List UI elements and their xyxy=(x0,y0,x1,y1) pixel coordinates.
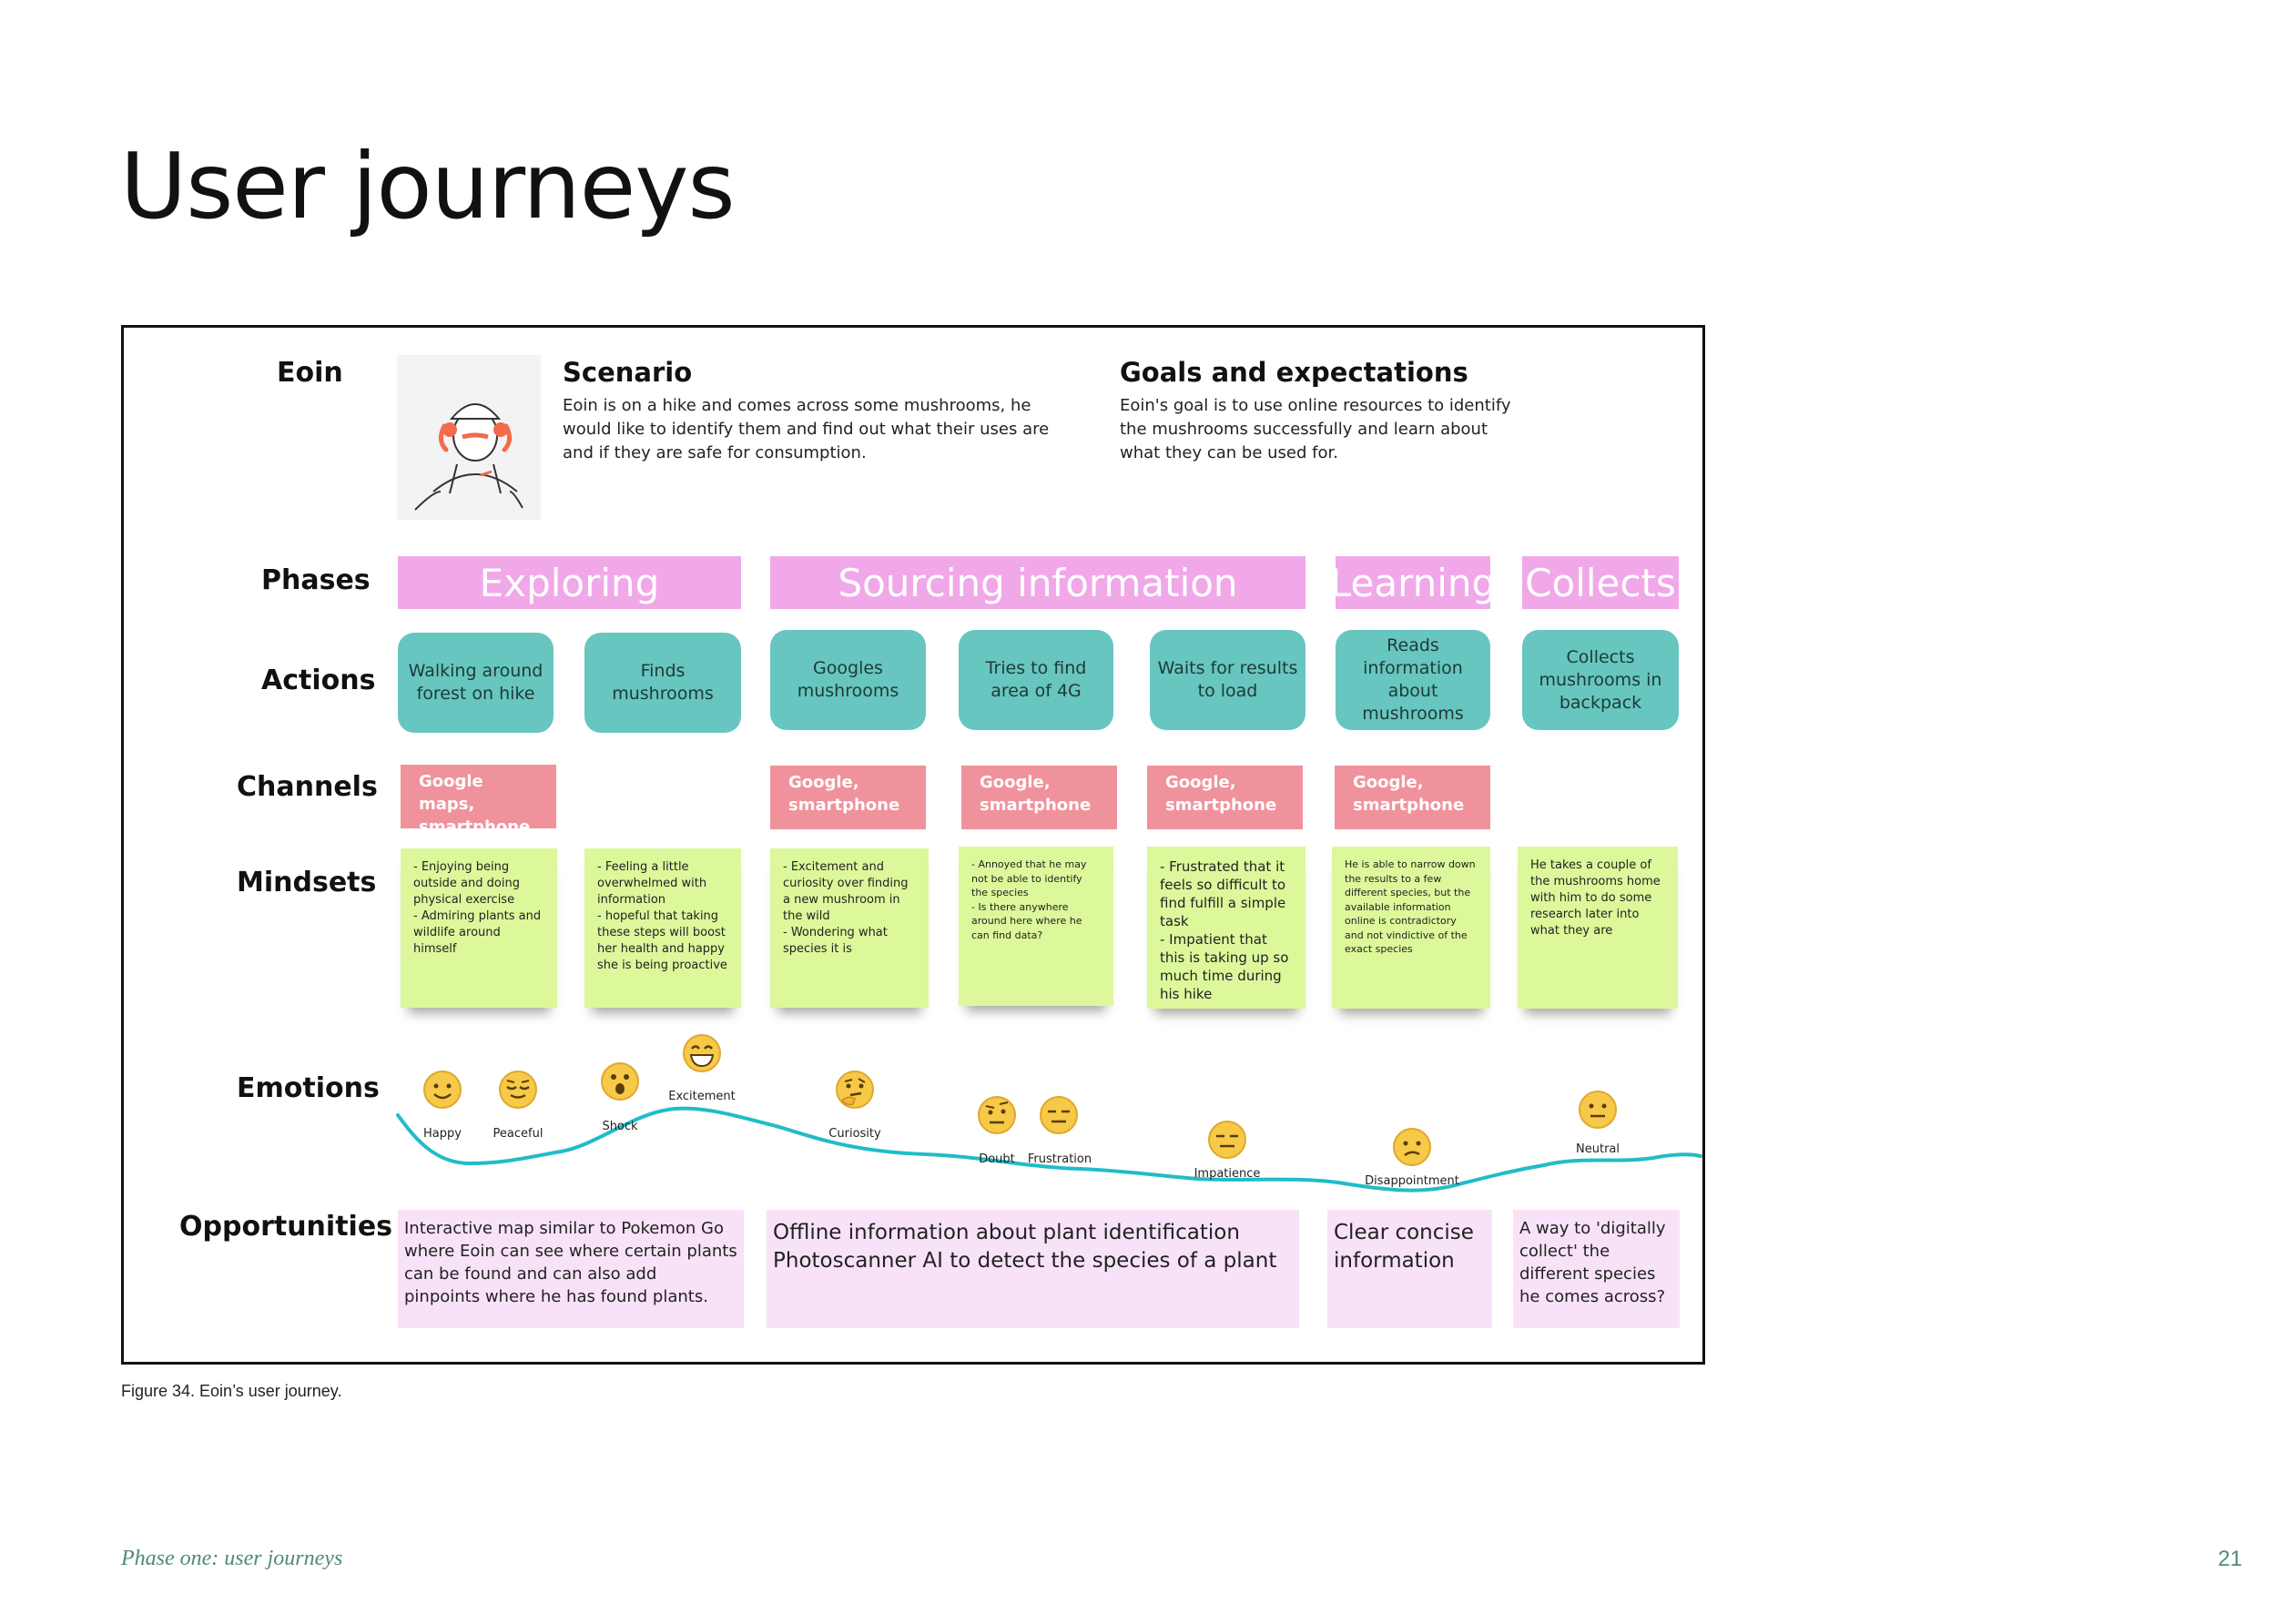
page-title: User journeys xyxy=(120,133,736,239)
mindset-note: He is able to narrow down the results to… xyxy=(1332,847,1490,1009)
thinking-face-icon xyxy=(835,1070,875,1114)
action-card: Tries to find area of 4G xyxy=(959,630,1113,730)
action-card: Waits for results to load xyxy=(1150,630,1305,730)
relieved-face-icon xyxy=(498,1070,538,1114)
phase-sourcing-information: Sourcing information xyxy=(770,556,1305,609)
mindset-note: - Feeling a little overwhelmed with info… xyxy=(584,848,741,1008)
channel-card: Google, smartphone xyxy=(1147,766,1303,829)
expressionless-face-icon xyxy=(1207,1120,1247,1164)
emotion-label: Neutral xyxy=(1576,1142,1620,1156)
grinning-face-icon xyxy=(682,1033,722,1078)
phase-learning: Learning xyxy=(1330,556,1496,609)
emotions-label: Emotions xyxy=(237,1072,380,1104)
emotion-label: Frustration xyxy=(1027,1152,1092,1166)
action-card: Walking around forest on hike xyxy=(398,633,554,733)
phase-collects: Collects xyxy=(1522,556,1679,609)
channel-card: Google, smartphone xyxy=(1335,766,1490,829)
confused-face-icon xyxy=(1392,1127,1432,1172)
action-card: Googles mushrooms xyxy=(770,630,926,730)
persona-avatar xyxy=(397,355,541,520)
figure-caption: Figure 34. Eoin’s user journey. xyxy=(121,1382,342,1400)
opportunity-card: A way to 'digitally collect' the differe… xyxy=(1513,1210,1680,1328)
mindset-note: - Frustrated that it feels so difficult … xyxy=(1147,847,1305,1009)
expressionless-face-icon xyxy=(1039,1095,1079,1140)
mindset-note: - Enjoying being outside and doing physi… xyxy=(401,848,557,1008)
opportunity-card: Offline information about plant identifi… xyxy=(767,1210,1299,1328)
emotion-label: Excitement xyxy=(668,1090,736,1103)
goals-heading: Goals and expectations xyxy=(1120,357,1468,388)
smiling-face-icon xyxy=(422,1070,462,1114)
channel-card: Google maps, smartphone xyxy=(401,765,556,837)
opportunities-label: Opportunities xyxy=(179,1211,393,1243)
footer-section-title: Phase one: user journeys xyxy=(121,1547,343,1570)
persona-name: Eoin xyxy=(277,357,343,389)
emotion-curve xyxy=(396,1106,1702,1193)
opportunity-card: Interactive map similar to Pokemon Go wh… xyxy=(398,1210,744,1328)
phase-exploring: Exploring xyxy=(398,556,741,609)
neutral-face-icon xyxy=(1578,1090,1618,1134)
goals-text: Eoin's goal is to use online resources t… xyxy=(1120,396,1511,462)
action-card: Finds mushrooms xyxy=(584,633,741,733)
opportunity-card: Clear concise information xyxy=(1327,1210,1492,1328)
mindset-note: - Annoyed that he may not be able to ide… xyxy=(959,847,1113,1006)
phases-label: Phases xyxy=(261,564,371,596)
raised-eyebrow-face-icon xyxy=(977,1095,1017,1140)
actions-label: Actions xyxy=(261,665,376,696)
emotion-label: Doubt xyxy=(979,1152,1015,1166)
emotion-label: Impatience xyxy=(1194,1167,1261,1181)
scenario-text: Eoin is on a hike and comes across some … xyxy=(563,396,1050,462)
page-number: 21 xyxy=(2218,1547,2242,1571)
action-card: Collects mushrooms in backpack xyxy=(1522,630,1679,730)
emotion-label: Curiosity xyxy=(828,1127,881,1141)
emotion-label: Disappointment xyxy=(1365,1174,1459,1188)
mindset-note: He takes a couple of the mushrooms home … xyxy=(1518,847,1678,1009)
emotion-label: Shock xyxy=(602,1120,638,1133)
user-journey-map: Eoin Scenario Eoin is on a hike and come… xyxy=(121,325,1705,1365)
channels-label: Channels xyxy=(237,771,378,803)
persona-illustration-icon xyxy=(414,403,523,511)
action-card: Reads information about mushrooms xyxy=(1336,630,1490,730)
surprised-face-icon xyxy=(600,1061,640,1106)
channel-card: Google, smartphone xyxy=(961,766,1117,829)
emotion-label: Happy xyxy=(423,1127,462,1141)
emotion-label: Peaceful xyxy=(493,1127,544,1141)
mindset-note: - Excitement and curiosity over finding … xyxy=(770,848,929,1008)
mindsets-label: Mindsets xyxy=(237,867,377,898)
channel-card: Google, smartphone xyxy=(770,766,926,829)
scenario-heading: Scenario xyxy=(563,357,693,388)
